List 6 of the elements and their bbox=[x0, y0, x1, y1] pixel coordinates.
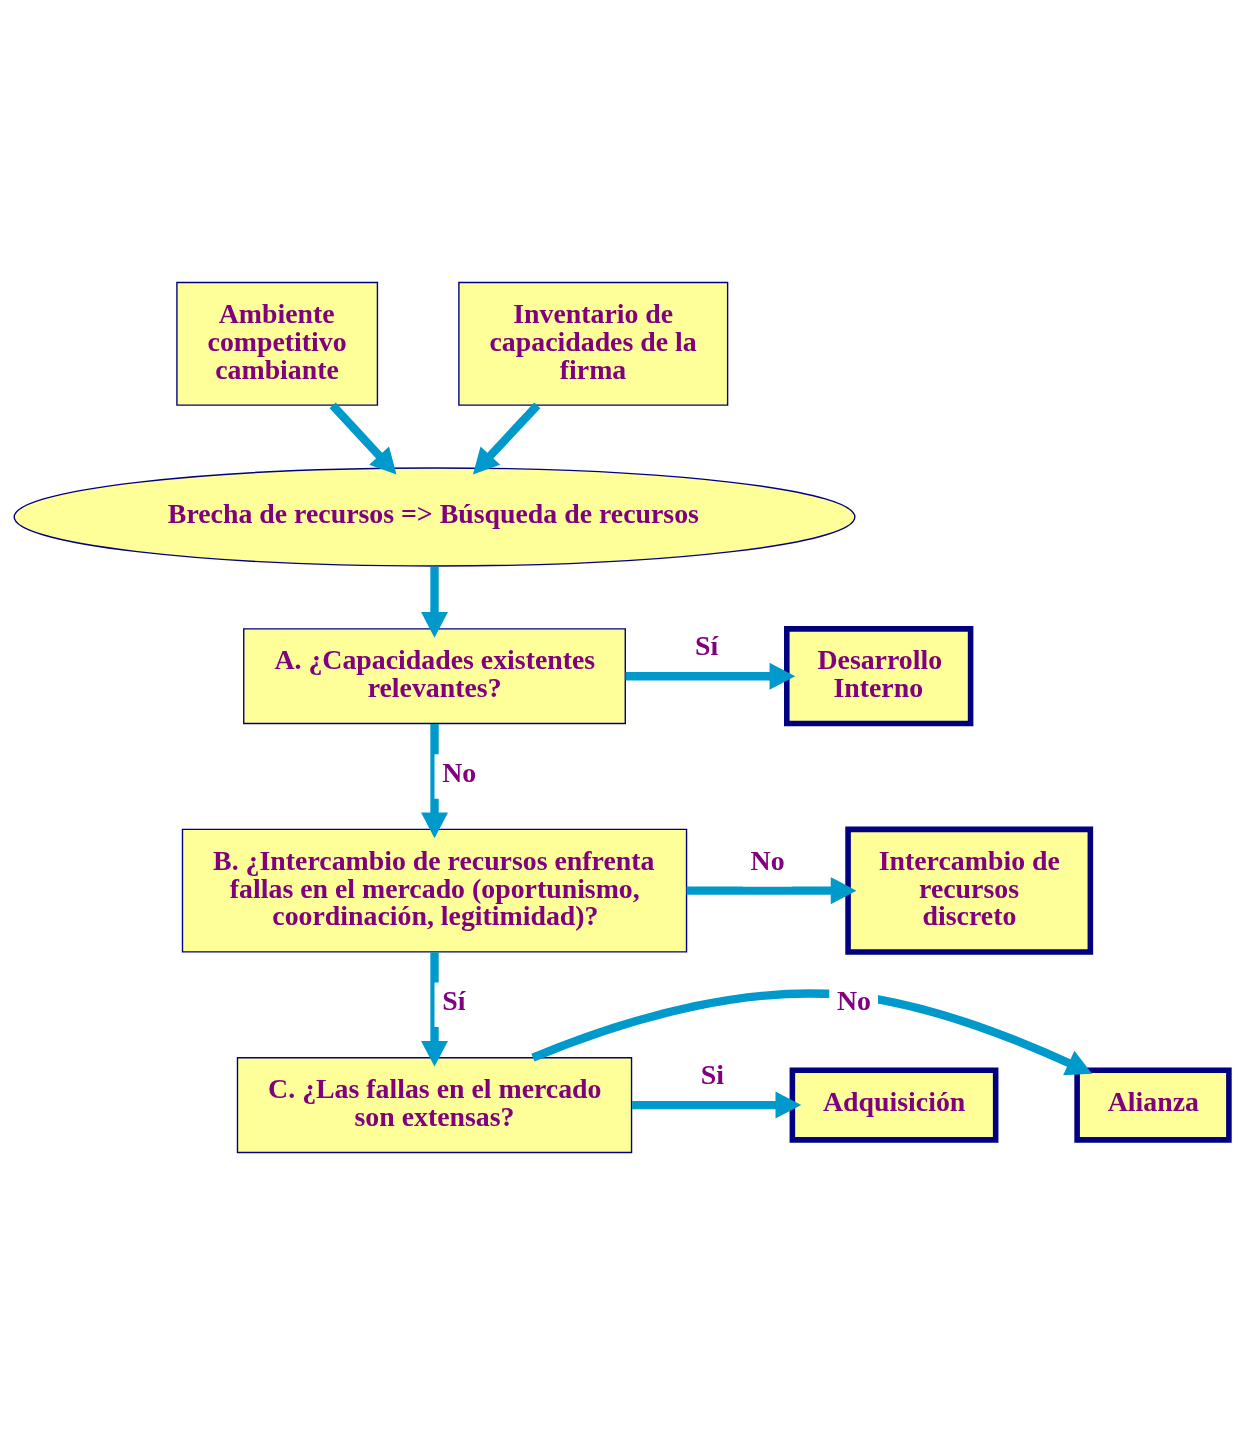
edge-label: Si bbox=[700, 1058, 725, 1090]
edge-label: No bbox=[836, 984, 871, 1016]
edge-label: No bbox=[442, 756, 477, 788]
edge-label: Sí bbox=[442, 984, 466, 1016]
edge-label: No bbox=[750, 844, 785, 876]
edge-label: Sí bbox=[694, 629, 719, 661]
